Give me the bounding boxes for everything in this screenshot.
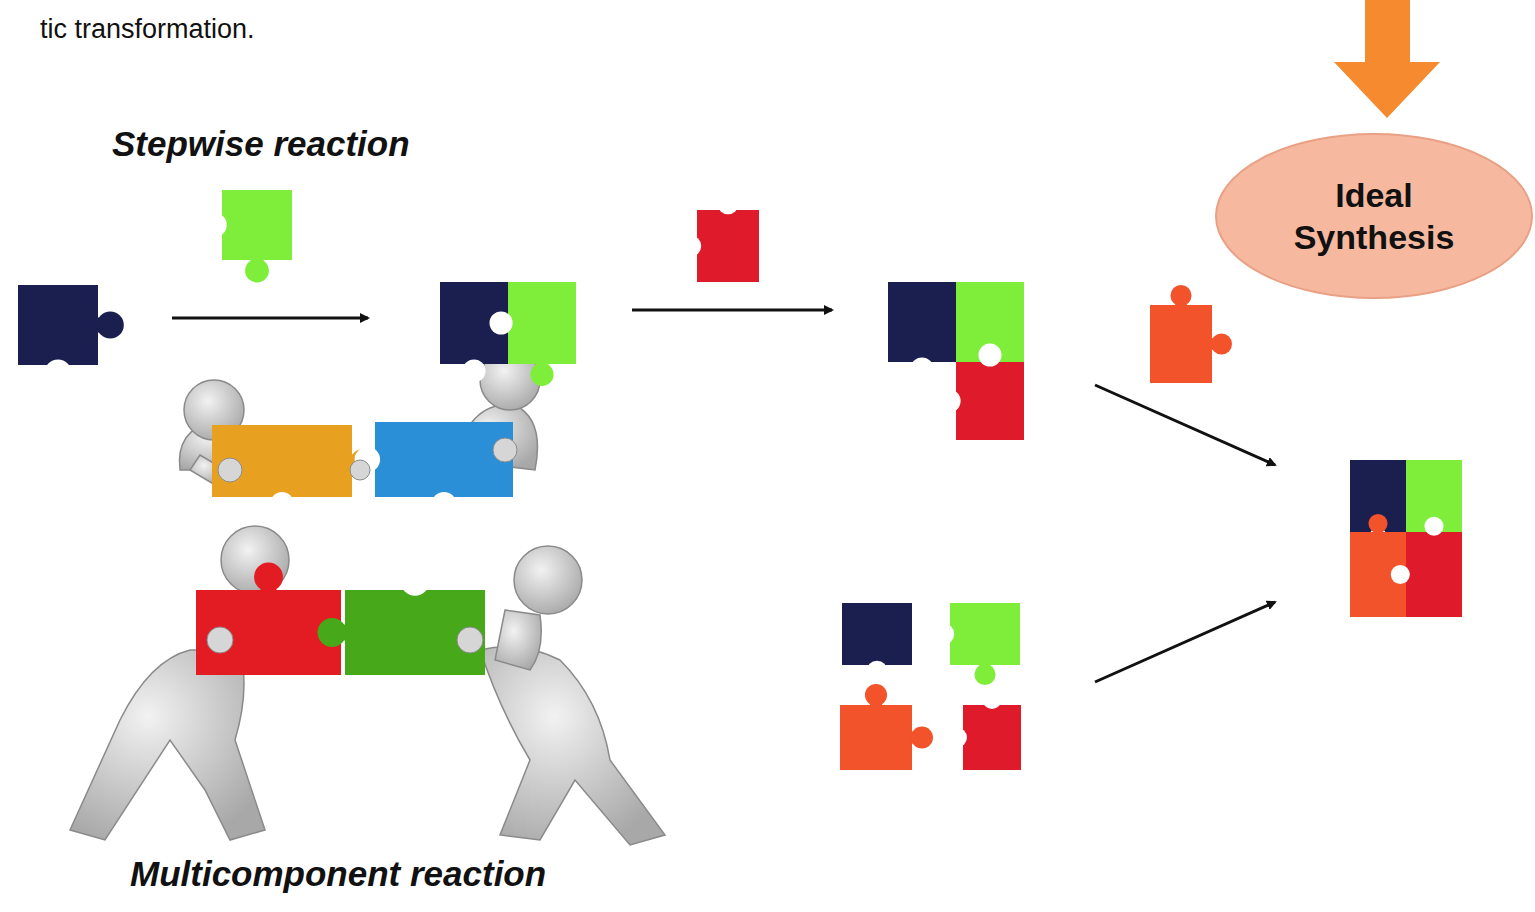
hand xyxy=(218,458,242,482)
puzzle-pieces xyxy=(18,190,1462,770)
hand xyxy=(350,460,370,480)
ellipse-shape xyxy=(1214,132,1534,300)
section-heading: Stepwise reaction xyxy=(112,124,410,164)
node-label: Ideal Synthesis xyxy=(1274,174,1474,259)
reaction-arrows xyxy=(172,310,1275,682)
down-arrow xyxy=(1334,0,1440,118)
hand xyxy=(207,627,233,653)
caption-fragment: tic transformation. xyxy=(40,14,255,45)
ellipse-node: Ideal Synthesis xyxy=(1214,132,1534,300)
hand xyxy=(493,438,517,462)
section-heading: Multicomponent reaction xyxy=(130,854,546,894)
people-figures xyxy=(70,350,665,845)
hand xyxy=(457,627,483,653)
